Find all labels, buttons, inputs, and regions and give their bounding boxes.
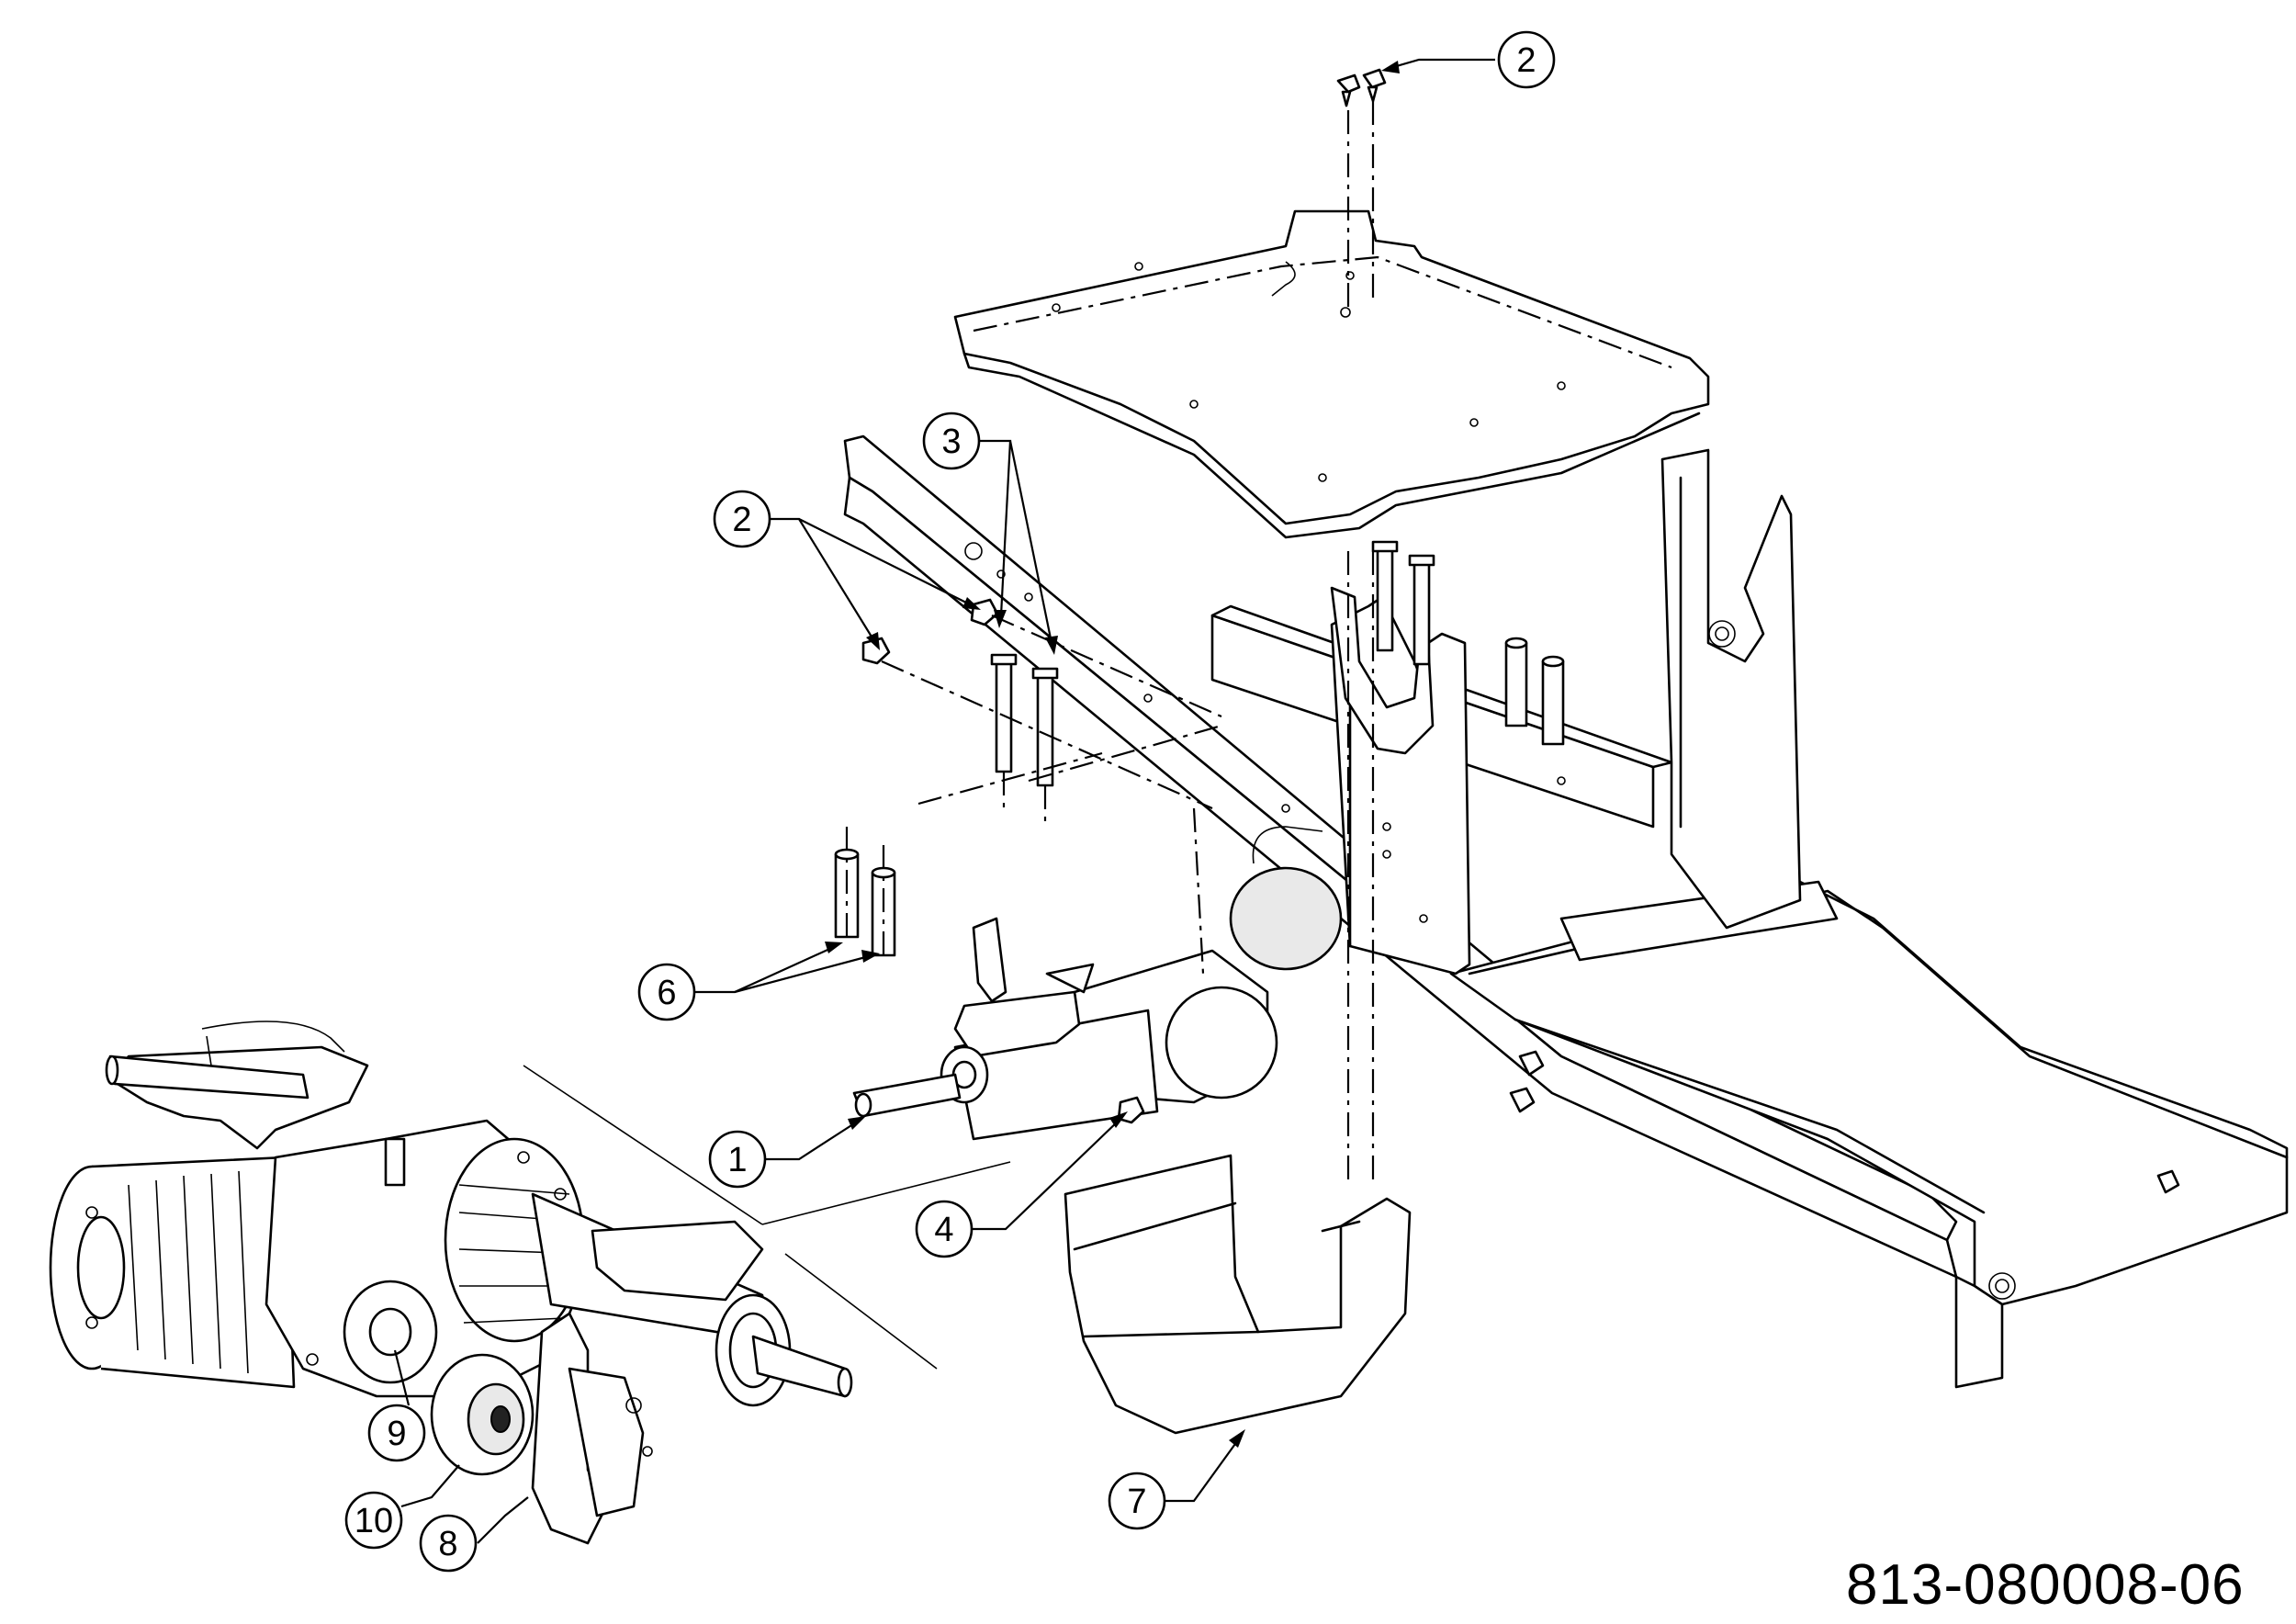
svg-text:4: 4 bbox=[934, 1211, 953, 1249]
svg-text:2: 2 bbox=[1516, 41, 1536, 80]
svg-text:2: 2 bbox=[732, 501, 751, 539]
callout-6: 6 bbox=[637, 942, 880, 1021]
explode-line-axle bbox=[761, 1161, 1011, 1225]
svg-text:10: 10 bbox=[355, 1502, 393, 1540]
svg-text:9: 9 bbox=[387, 1415, 406, 1453]
svg-text:8: 8 bbox=[438, 1525, 457, 1563]
svg-text:3: 3 bbox=[941, 423, 961, 461]
callout-9: 9 bbox=[367, 1349, 426, 1462]
callout-7: 7 bbox=[1108, 1429, 1245, 1530]
callout-4: 4 bbox=[915, 1111, 1128, 1258]
explode-line-lower bbox=[784, 1253, 938, 1370]
callout-3: 3 bbox=[922, 412, 1058, 655]
callout-2-mid: 2 bbox=[713, 490, 981, 650]
callout-1: 1 bbox=[708, 1116, 866, 1189]
callout-2-top: 2 bbox=[1381, 30, 1556, 89]
explode-line-upper bbox=[523, 1065, 763, 1225]
svg-text:6: 6 bbox=[657, 974, 676, 1012]
svg-text:7: 7 bbox=[1127, 1483, 1146, 1521]
assembly-lines bbox=[845, 101, 1375, 1185]
tractor-frame bbox=[843, 434, 2289, 1389]
callout-10: 10 bbox=[344, 1464, 460, 1550]
shield-guard bbox=[1064, 1154, 1412, 1435]
transaxle-exploded bbox=[49, 1021, 853, 1545]
seat-plate bbox=[953, 209, 1710, 539]
svg-text:1: 1 bbox=[727, 1141, 747, 1179]
drawing-part-number: 813-080008-06 bbox=[1846, 1553, 2245, 1617]
callout-8: 8 bbox=[419, 1496, 529, 1573]
transaxle-installed bbox=[852, 866, 1343, 1141]
